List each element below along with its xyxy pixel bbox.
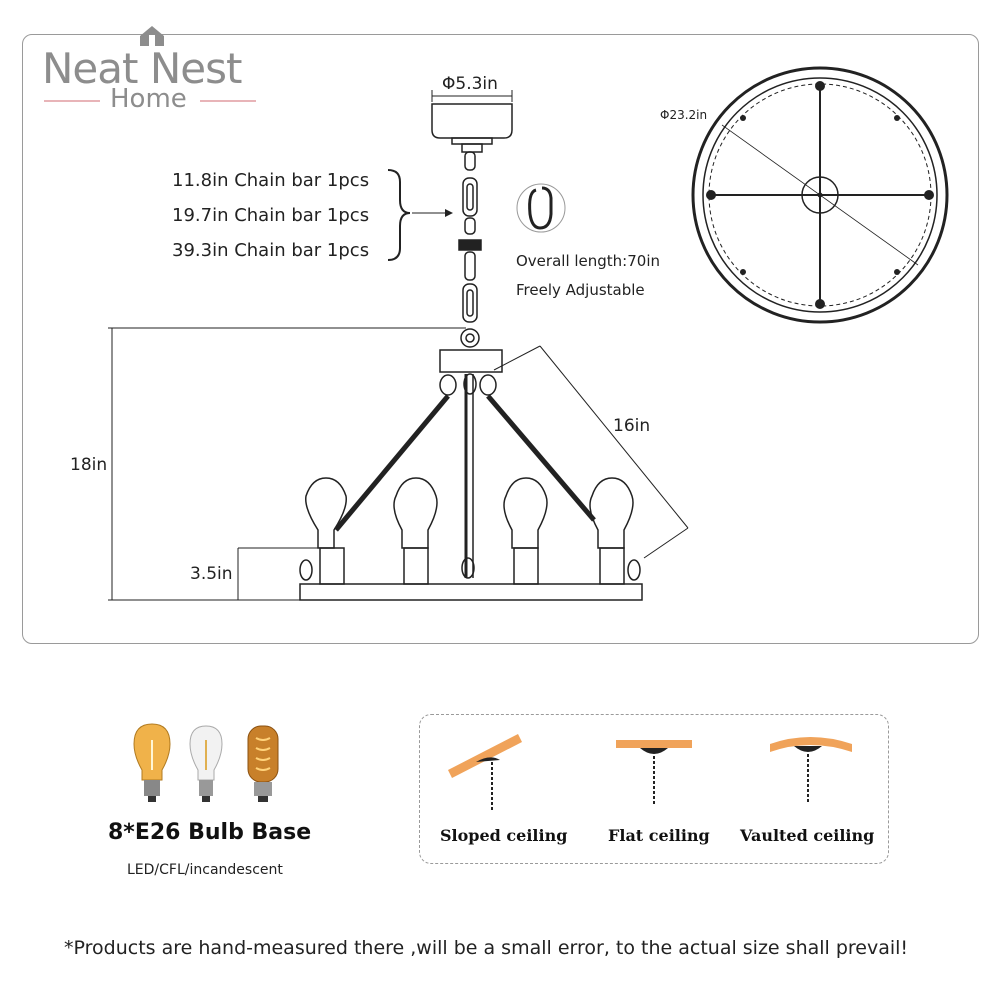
chain-bar-2: 19.7in Chain bar 1pcs — [172, 205, 370, 226]
chain-bar-1: 11.8in Chain bar 1pcs — [172, 170, 370, 191]
chain-brace — [387, 169, 411, 261]
vaulted-ceiling-icon — [770, 737, 852, 804]
flat-ceiling-icon — [616, 740, 692, 806]
canopy-neck — [451, 137, 493, 145]
bulbs-drawing — [305, 477, 634, 585]
canopy-dim-label: Φ5.3in — [442, 74, 498, 94]
top-view — [691, 66, 949, 324]
vaulted-ceiling-label: Vaulted ceiling — [740, 826, 875, 845]
clear-bulb-icon — [189, 725, 223, 802]
arm-joints — [299, 373, 641, 581]
height-dim-label: 18in — [70, 455, 108, 475]
footnote: *Products are hand-measured there ,will … — [64, 937, 909, 959]
sloped-ceiling-label: Sloped ceiling — [440, 826, 568, 845]
canopy — [431, 103, 513, 139]
sloped-ceiling-icon — [448, 734, 522, 812]
carabiner-icon — [516, 183, 566, 233]
ceiling-types-frame — [419, 714, 889, 864]
brand-name: Neat Nest — [42, 44, 242, 93]
fixture-arms — [334, 374, 596, 578]
height-dim-line — [108, 327, 466, 601]
overall-length: Overall length:70in — [516, 252, 661, 270]
freely-adjustable: Freely Adjustable — [516, 281, 645, 299]
diameter-dim-label: Φ23.2in — [660, 108, 708, 122]
edison-bulb-icon — [133, 723, 171, 802]
bulb-base-title: 8*E26 Bulb Base — [108, 820, 312, 845]
fixture-ring — [299, 583, 643, 601]
arm-dim-line — [493, 345, 689, 559]
spiral-bulb-icon — [247, 725, 279, 802]
flat-ceiling-label: Flat ceiling — [608, 826, 710, 845]
diagram-frame — [22, 34, 979, 644]
chain-bar-3: 39.3in Chain bar 1pcs — [172, 240, 370, 261]
brand-sub: Home — [110, 84, 187, 114]
bulb-types: LED/CFL/incandescent — [127, 862, 283, 878]
fixture-hub — [439, 349, 503, 373]
socket-dim-label: 3.5in — [190, 564, 233, 584]
arm-dim-label: 16in — [613, 416, 651, 436]
bulb-icons — [133, 723, 279, 802]
chain — [458, 151, 482, 348]
